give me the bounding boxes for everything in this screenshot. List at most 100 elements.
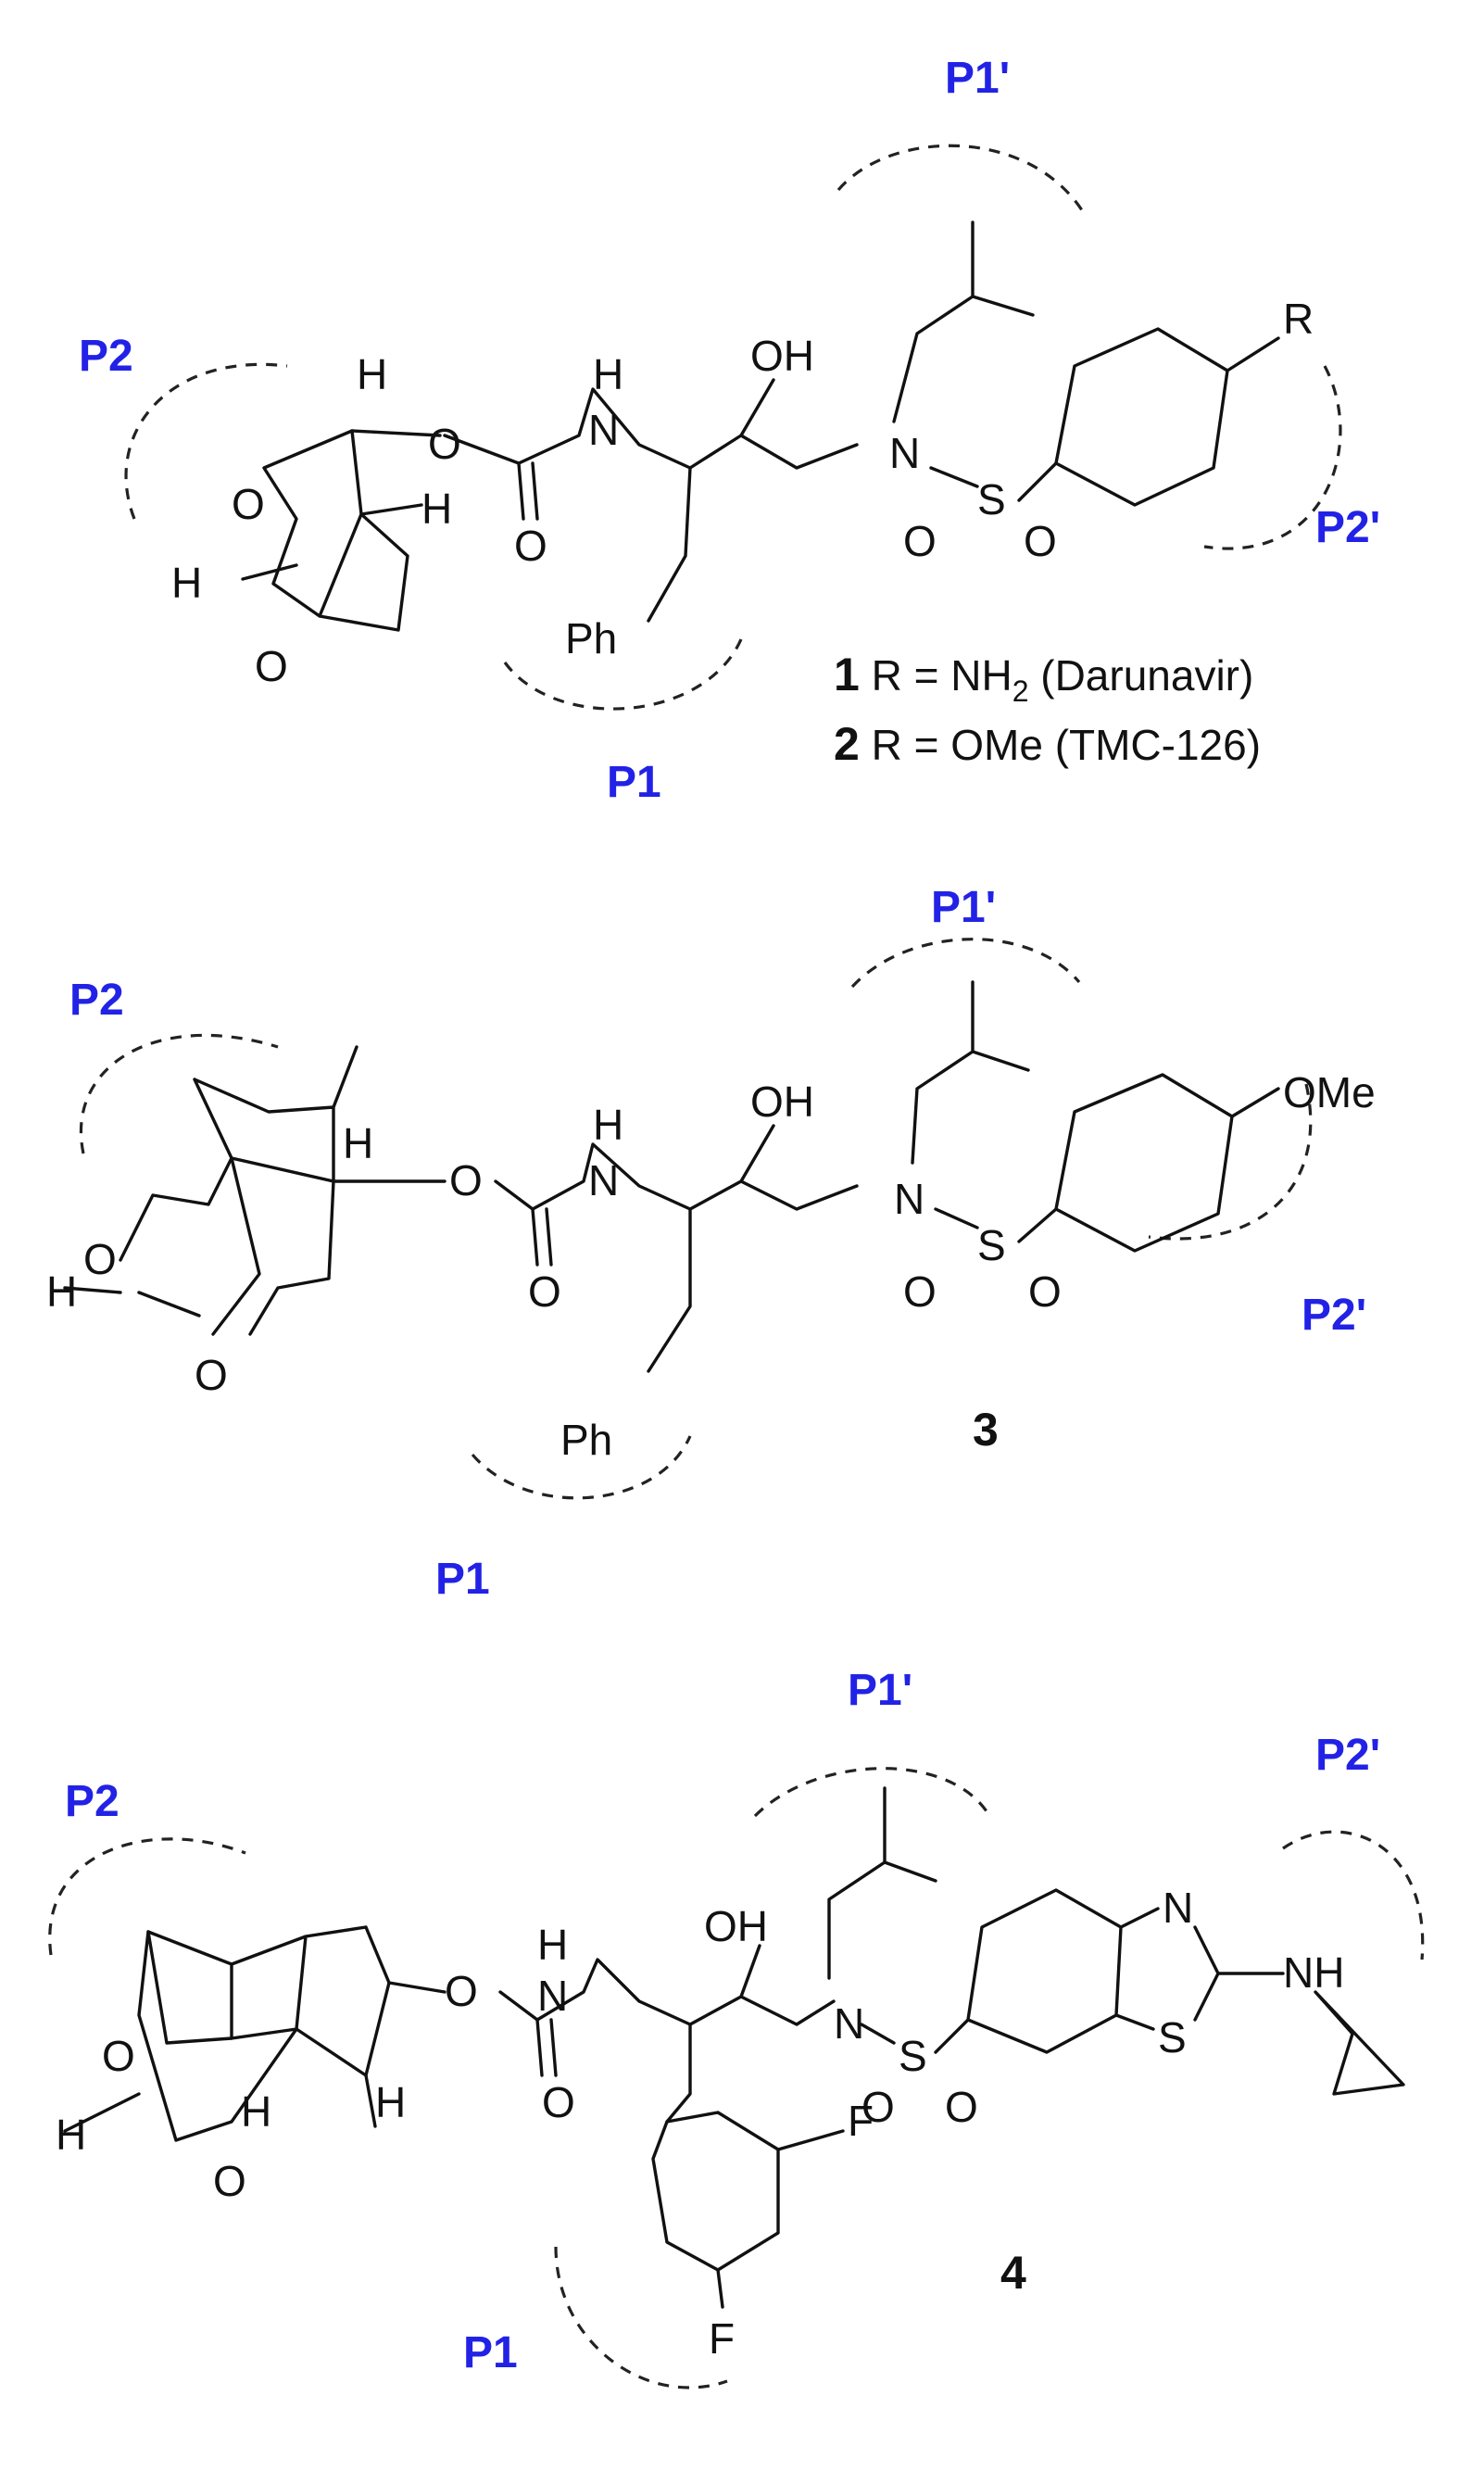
bond-set [494, 1142, 859, 1211]
atom-O: O [255, 642, 288, 690]
bond-set [739, 1124, 775, 1183]
bond-set [929, 461, 1058, 502]
pocket-label-p1prime: P1' [945, 54, 1010, 103]
bond-set [241, 429, 442, 581]
atom-N: N [588, 1156, 619, 1204]
bond-set [137, 1930, 298, 2142]
atom-N: N [889, 429, 920, 477]
bond-set [1114, 1907, 1285, 2031]
atom-Ph: Ph [560, 1416, 612, 1464]
atom-H: H [56, 2111, 86, 2159]
pocket-label-p2: P2 [69, 976, 124, 1025]
atom-Ph: Ph [565, 614, 617, 662]
bond-set [364, 2074, 377, 2128]
atom-O: O [449, 1156, 483, 1204]
pocket-label-p1: P1 [435, 1555, 490, 1604]
pocket-arc-p1 [554, 2246, 728, 2389]
atom-N: N [834, 1999, 864, 2048]
atom-F: F [848, 2097, 874, 2145]
bond-set [498, 1958, 836, 2026]
atom-H: H [593, 350, 623, 398]
atom-S: S [977, 1221, 1006, 1269]
atom-OH: OH [704, 1902, 768, 1950]
atom-NH: NH [1283, 1948, 1344, 1997]
pocket-label-p1prime: P1' [931, 883, 996, 932]
atom-H: H [357, 350, 387, 398]
atom-O: O [232, 480, 265, 528]
compound-2-text: R = OMe (TMC-126) [860, 721, 1261, 769]
bond-set [146, 1925, 391, 2077]
pocket-arc-p2prime [1203, 365, 1342, 550]
pocket-label-p2prime: P2' [1315, 503, 1380, 552]
bond-set [1314, 1990, 1405, 2096]
compound-2-number: 2 [834, 718, 860, 770]
bond-set [1230, 1087, 1280, 1118]
atom-O: O [445, 1967, 478, 2015]
compound-3-number: 3 [973, 1404, 999, 1456]
atom-S: S [1158, 2013, 1187, 2061]
atom-H: H [343, 1119, 373, 1167]
atom-O: O [213, 2157, 246, 2205]
atom-R: R [1283, 295, 1314, 343]
atom-H: H [46, 1267, 77, 1316]
compound-4-number: 4 [1000, 2247, 1026, 2299]
bond-set [860, 2018, 970, 2054]
bond-set [535, 2018, 558, 2077]
pocket-label-p1prime: P1' [848, 1666, 912, 1715]
pocket-arc-p1prime [836, 144, 1086, 214]
pocket-arc-p1 [503, 638, 743, 711]
pocket-label-p2: P2 [79, 332, 133, 381]
pocket-label-p2prime: P2' [1302, 1291, 1366, 1340]
atom-H: H [375, 2078, 406, 2126]
bond-set [63, 1286, 122, 1294]
compound-1-tail: (Darunavir) [1028, 651, 1253, 700]
pocket-label-p1: P1 [607, 758, 661, 807]
bond-set [531, 1207, 553, 1267]
atom-O: O [1024, 517, 1057, 565]
compound-1-caption: 1 R = NH2 (Darunavir) [834, 649, 1253, 708]
atom-O: O [514, 522, 547, 570]
atom-H: H [537, 1921, 568, 1969]
bond-set [262, 429, 409, 632]
bond-set [647, 466, 692, 623]
pocket-arc-p2 [48, 1837, 246, 1956]
atom-H: H [421, 485, 452, 533]
pocket-arc-p1prime [753, 1767, 988, 1818]
bond-set [1054, 327, 1229, 507]
atom-O: O [102, 2032, 135, 2080]
bond-set [739, 378, 775, 437]
atom-N: N [537, 1972, 568, 2020]
atom-H: H [171, 559, 202, 607]
bond-set [119, 1156, 261, 1336]
atom-O: O [945, 2083, 978, 2131]
atom-OH: OH [750, 1078, 814, 1126]
structure-3: H O O H O O H N OH N S O O Ph OMe P2 P1'… [46, 883, 1376, 1604]
atom-O: O [542, 2078, 575, 2126]
pocket-arc-p2 [79, 1033, 279, 1154]
atom-N: N [1163, 1884, 1193, 1932]
compound-2-caption: 2 R = OMe (TMC-126) [834, 718, 1261, 770]
pocket-arc-p2prime [1282, 1830, 1425, 1960]
compound-1-text: R = NH [860, 651, 1012, 700]
atom-S: S [977, 475, 1006, 523]
bond-set [443, 387, 859, 470]
bond-set [739, 1944, 761, 1998]
atom-OH: OH [750, 332, 814, 380]
bond-set [716, 2129, 845, 2309]
atom-O: O [195, 1351, 228, 1399]
compound-1-number: 1 [834, 649, 860, 700]
bond-set [892, 221, 1035, 423]
atom-N: N [894, 1175, 924, 1223]
atom-O: O [1028, 1267, 1062, 1316]
atom-O: O [903, 517, 937, 565]
bond-set [63, 1981, 446, 2133]
structure-4: N S NH O H H O H O O H N OH N S O O F F … [48, 1666, 1425, 2389]
atom-O: O [861, 2083, 895, 2131]
pocket-label-p2: P2 [65, 1777, 119, 1826]
bond-set [966, 1888, 1123, 2054]
atom-H: H [241, 2087, 271, 2136]
pocket-arc-p1prime [850, 938, 1081, 989]
compound-1-subscript: 2 [1012, 674, 1029, 708]
